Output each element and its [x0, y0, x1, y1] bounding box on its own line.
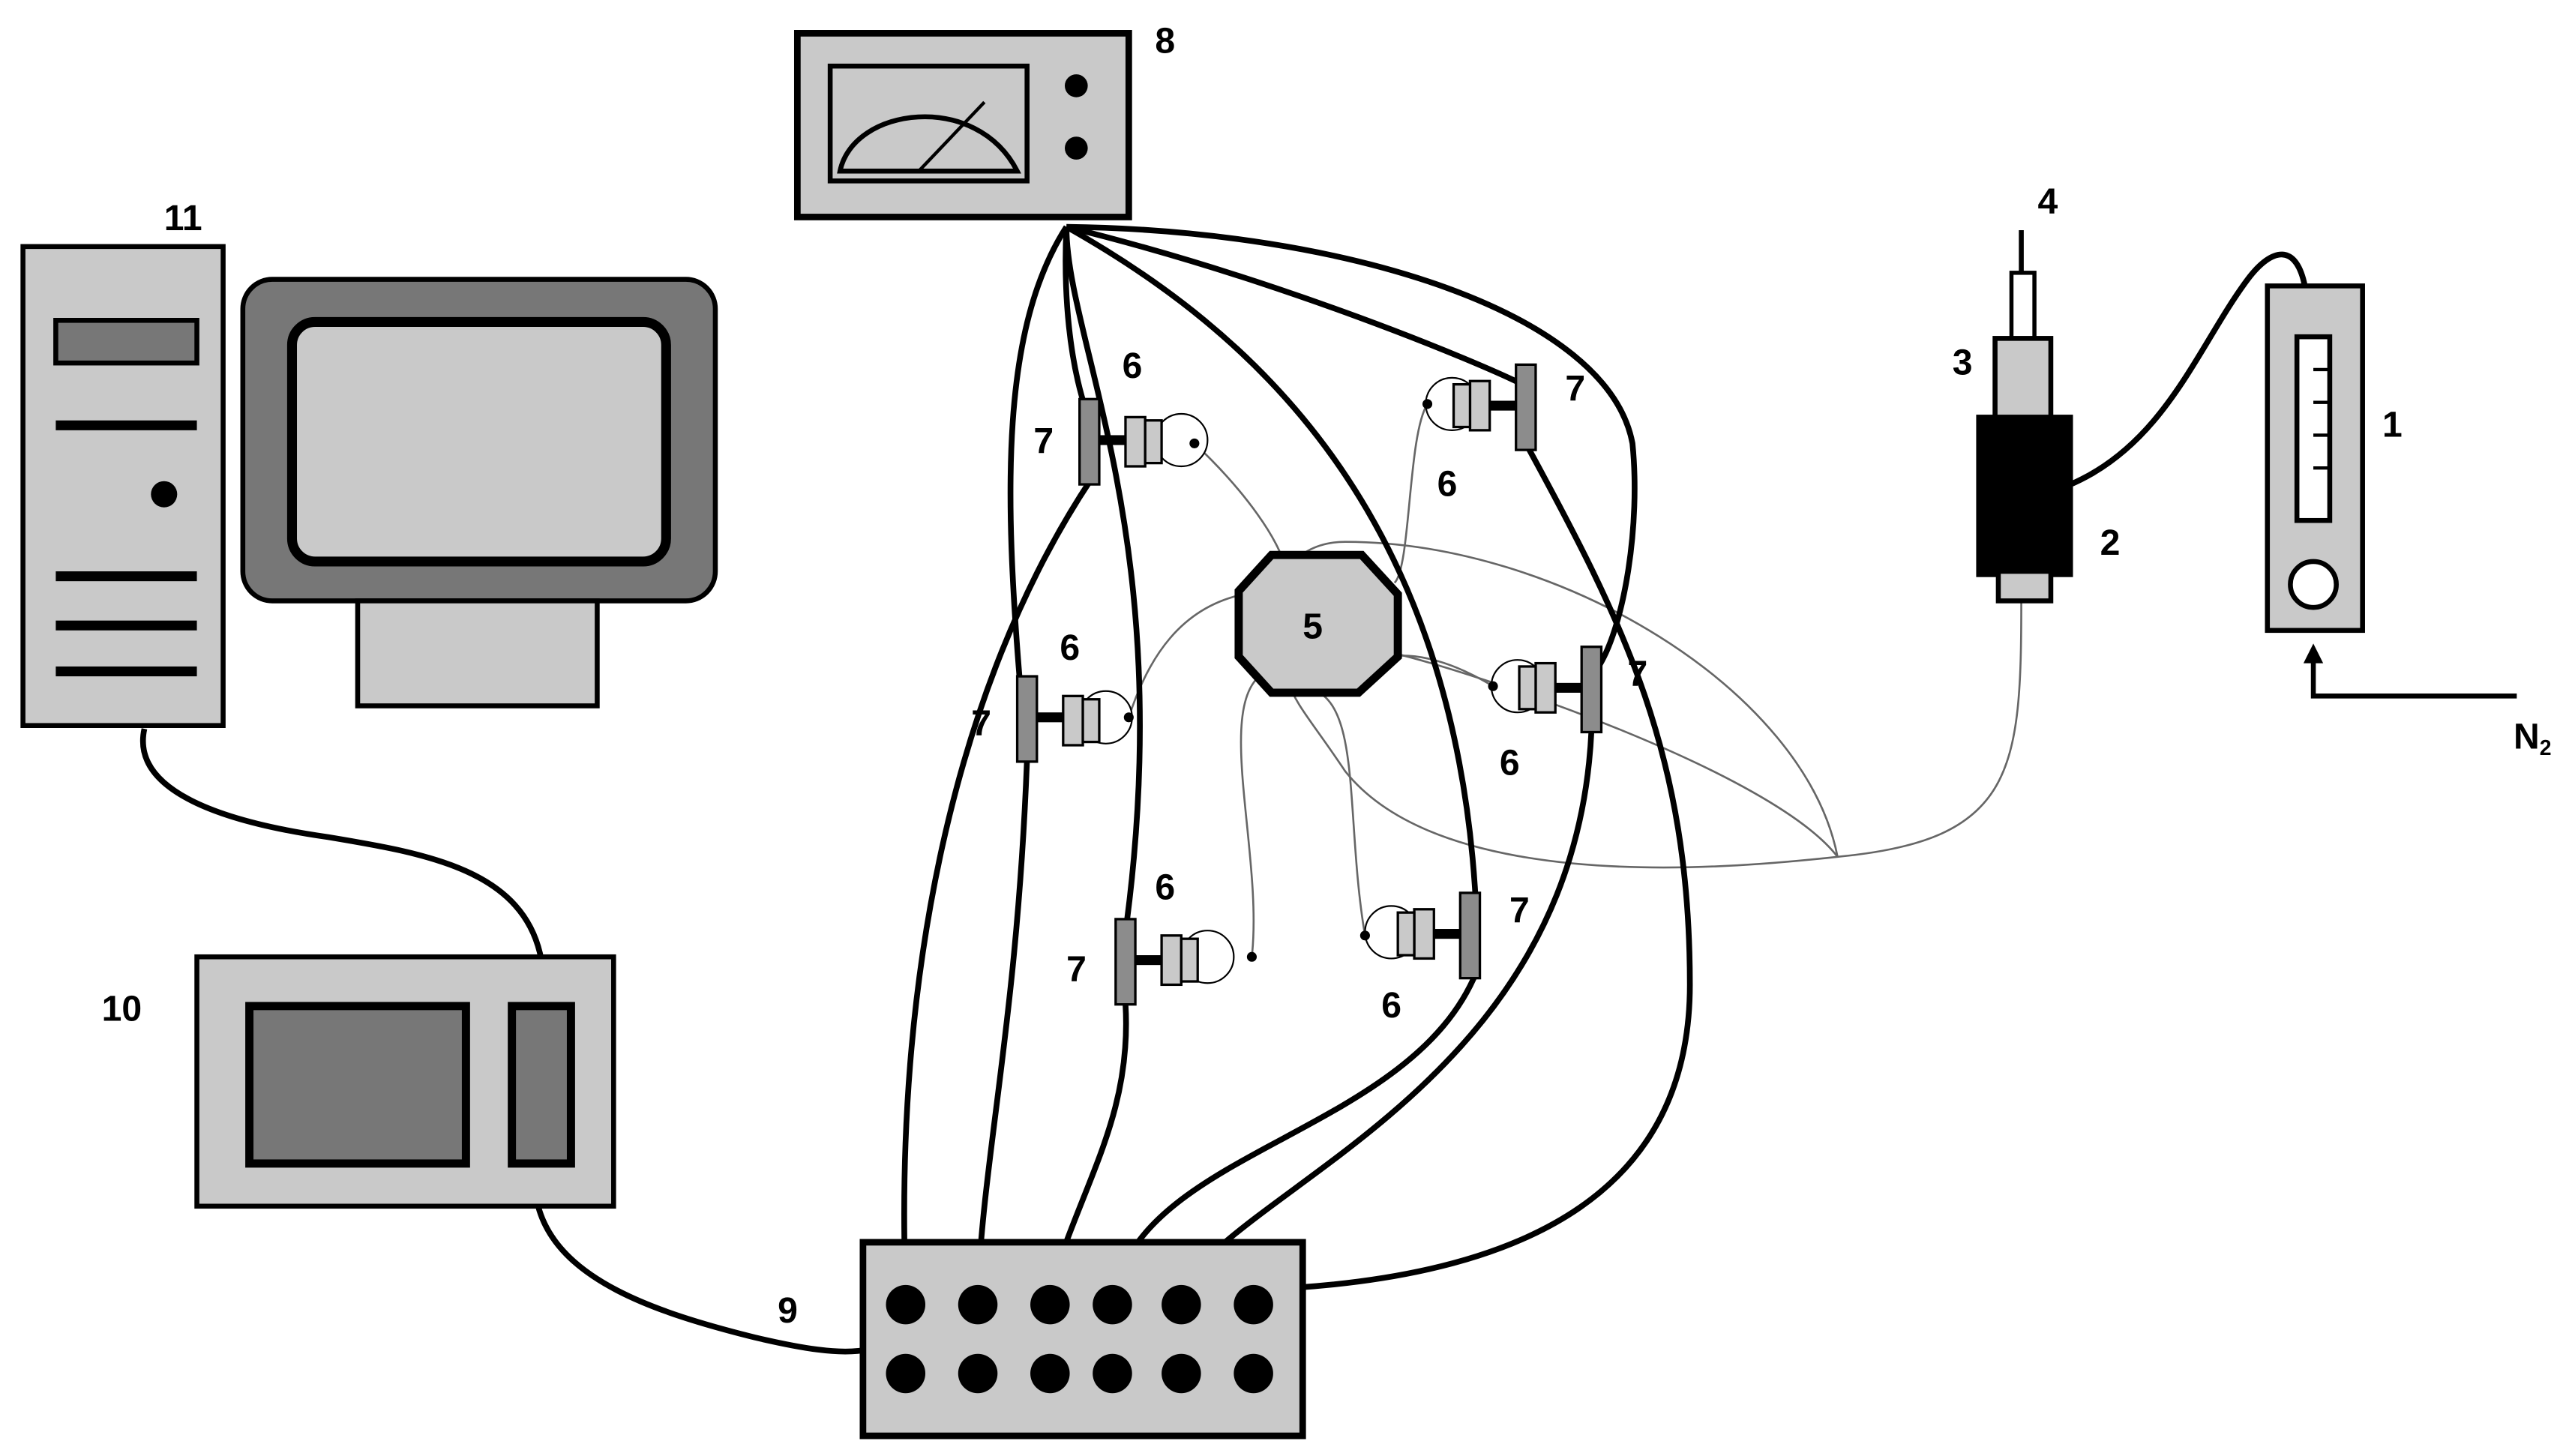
cable-daq-switch: [535, 1205, 862, 1355]
label-sensor: 6: [1437, 463, 1458, 504]
connector-panel-icon: [859, 1239, 1306, 1440]
gas-inlet-line: [2303, 643, 2517, 699]
gas-line-main: [1287, 599, 2022, 869]
computer-tower: [20, 244, 226, 729]
cable-switch-2: [975, 758, 1030, 1290]
label-flowmeter: 1: [2382, 405, 2403, 445]
label-meter: 8: [1155, 21, 1175, 61]
label-sensor: 6: [1155, 867, 1175, 908]
sensor-wire-bl: [1240, 672, 1264, 957]
label-computer: 11: [164, 198, 202, 238]
cable-meter-f: [1063, 226, 1143, 945]
label-holder: 7: [971, 703, 991, 744]
label-sensor: 6: [1060, 628, 1080, 668]
label-holder: 7: [1033, 421, 1054, 462]
sensor-assembly-top-left: [1078, 397, 1209, 486]
label-holder: 7: [1509, 890, 1530, 930]
bubbler-icon: [1976, 415, 2073, 604]
sensor-assembly-left: [1015, 675, 1134, 763]
cable-meter-c: [1065, 224, 1480, 920]
sensor-assembly-bottom-left: [1114, 918, 1257, 1006]
sensor-wire-tl: [1193, 442, 1286, 567]
label-switch-box: 9: [778, 1290, 798, 1331]
label-sensor: 6: [1500, 742, 1520, 783]
label-gas: N2: [2514, 716, 2552, 760]
sensor-assembly-bottom-right: [1359, 891, 1482, 980]
test-chamber-icon: [1234, 550, 1402, 697]
sensor-assembly-top-right: [1422, 363, 1537, 451]
cable-switch-1: [901, 478, 1094, 1290]
cable-meter-a: [1007, 225, 1069, 690]
label-daq: 10: [102, 989, 142, 1029]
thick-cables: [139, 223, 2308, 1355]
analog-meter-icon: [793, 30, 1132, 220]
cable-meter-d: [1066, 223, 1527, 389]
cable-computer-daq: [139, 728, 544, 961]
data-acquisition-unit-icon: [194, 954, 616, 1209]
label-holder: 7: [1627, 654, 1647, 694]
label-injector: 3: [1953, 342, 1973, 382]
label-syringe: 4: [2037, 181, 2058, 222]
callout-labels: 11 8 10 9 5 4 3 2 1 6 6 6 6 6 6 7 7 7 7 …: [102, 21, 2552, 1331]
syringe-icon: [2009, 229, 2037, 341]
sensor-wire-l: [1128, 593, 1244, 718]
rotameter-icon: [2265, 283, 2365, 634]
label-sensor: 6: [1123, 346, 1143, 386]
label-holder: 7: [1565, 368, 1585, 409]
label-gas-subscript: 2: [2540, 736, 2552, 760]
cable-switch-6: [1253, 442, 1693, 1293]
cable-meter-e: [1066, 223, 1638, 667]
gas-line-branch: [1394, 652, 1839, 858]
sensor-wire-tr: [1393, 403, 1428, 584]
injector-icon: [1992, 336, 2054, 424]
gas-line-loop: [1287, 541, 1839, 858]
cable-flowmeter-bubbler: [2069, 251, 2308, 487]
sensor-wire-br: [1311, 688, 1366, 936]
label-bubbler: 2: [2100, 523, 2121, 563]
label-sensor: 6: [1381, 985, 1401, 1026]
label-holder: 7: [1066, 949, 1087, 990]
cable-switch-4: [1113, 970, 1479, 1291]
crt-monitor-icon: [240, 277, 718, 709]
sensor-assembly-right: [1488, 646, 1603, 734]
label-chamber: 5: [1302, 607, 1323, 647]
